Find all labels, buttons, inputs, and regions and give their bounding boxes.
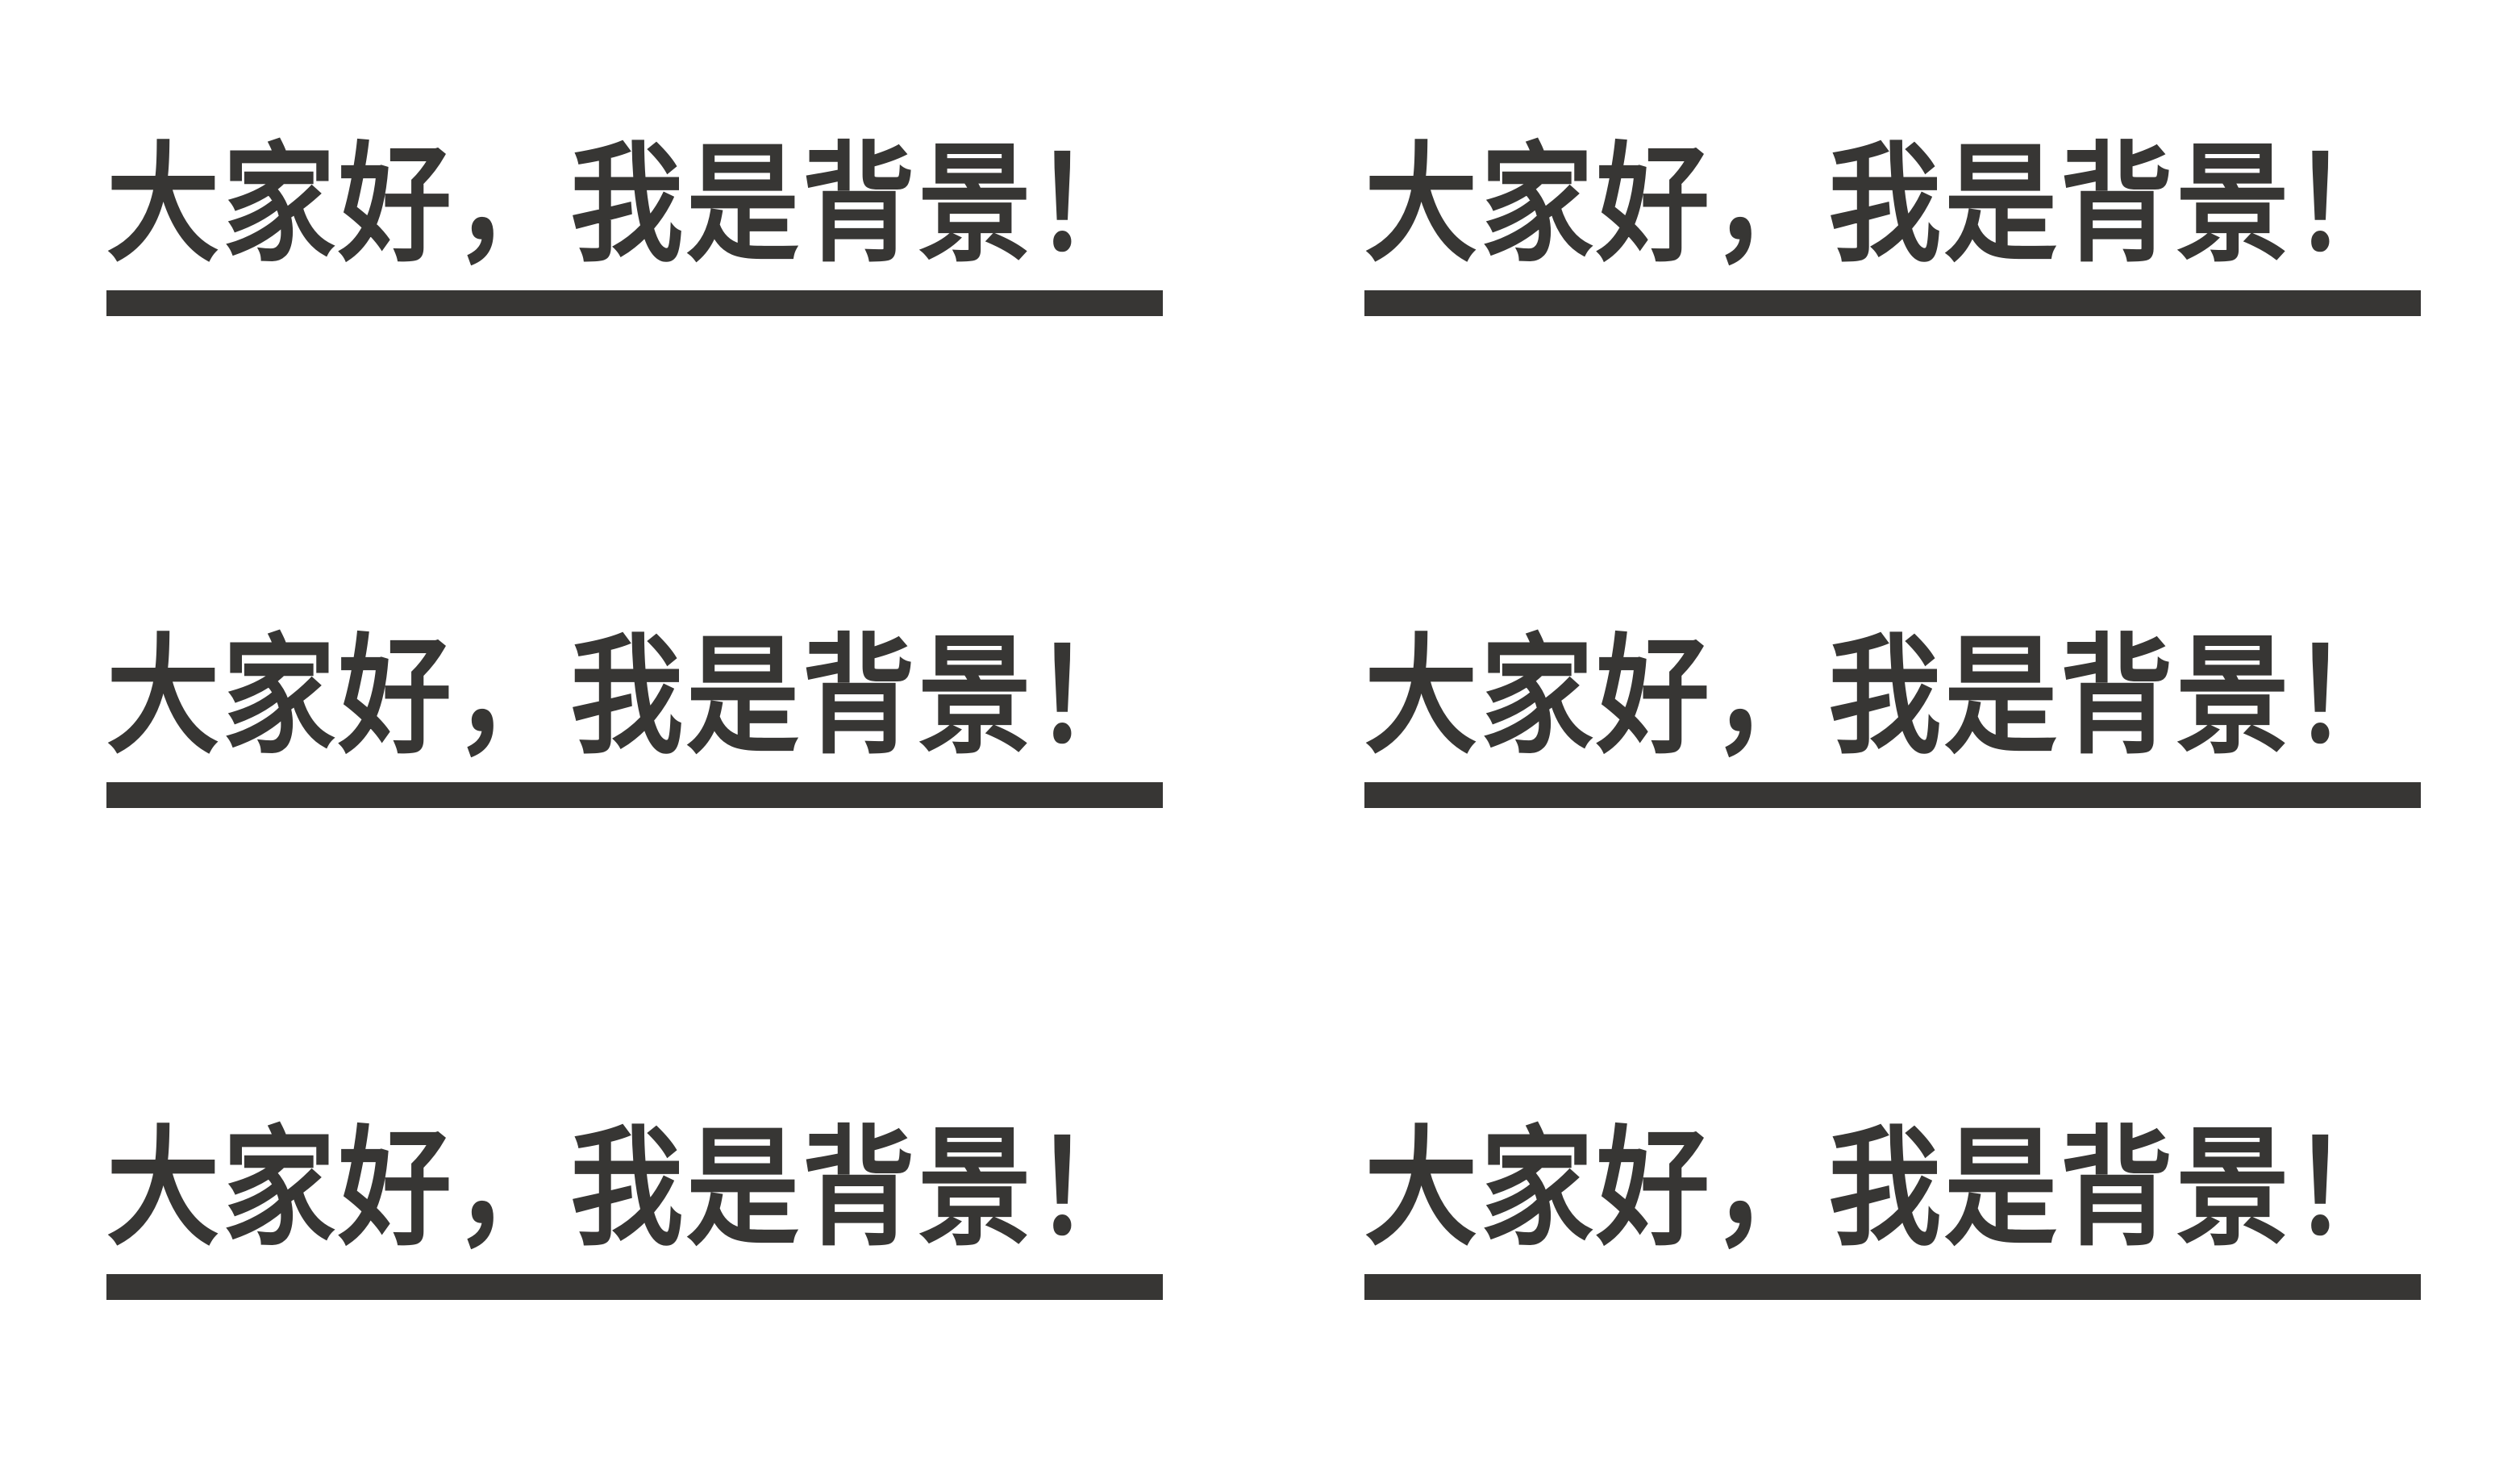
greeting-text: 大家好，我是背景！: [106, 1113, 1151, 1264]
greeting-text: 大家好，我是背景！: [1364, 129, 2409, 280]
greeting-tile: 大家好，我是背景！: [1364, 132, 2421, 318]
greeting-tile: 大家好，我是背景！: [106, 1116, 1163, 1302]
greeting-tile: 大家好，我是背景！: [106, 624, 1163, 810]
greeting-text: 大家好，我是背景！: [106, 129, 1151, 280]
underline-bar: [1364, 1274, 2421, 1300]
underline-bar: [1364, 782, 2421, 808]
underline-bar: [1364, 290, 2421, 316]
greeting-text: 大家好，我是背景！: [1364, 621, 2409, 772]
underline-bar: [106, 290, 1163, 316]
greeting-text: 大家好，我是背景！: [1364, 1113, 2409, 1264]
underline-bar: [106, 782, 1163, 808]
underline-bar: [106, 1274, 1163, 1300]
greeting-tile: 大家好，我是背景！: [1364, 1116, 2421, 1302]
greeting-text: 大家好，我是背景！: [106, 621, 1151, 772]
greeting-tile: 大家好，我是背景！: [1364, 624, 2421, 810]
greeting-tile: 大家好，我是背景！: [106, 132, 1163, 318]
